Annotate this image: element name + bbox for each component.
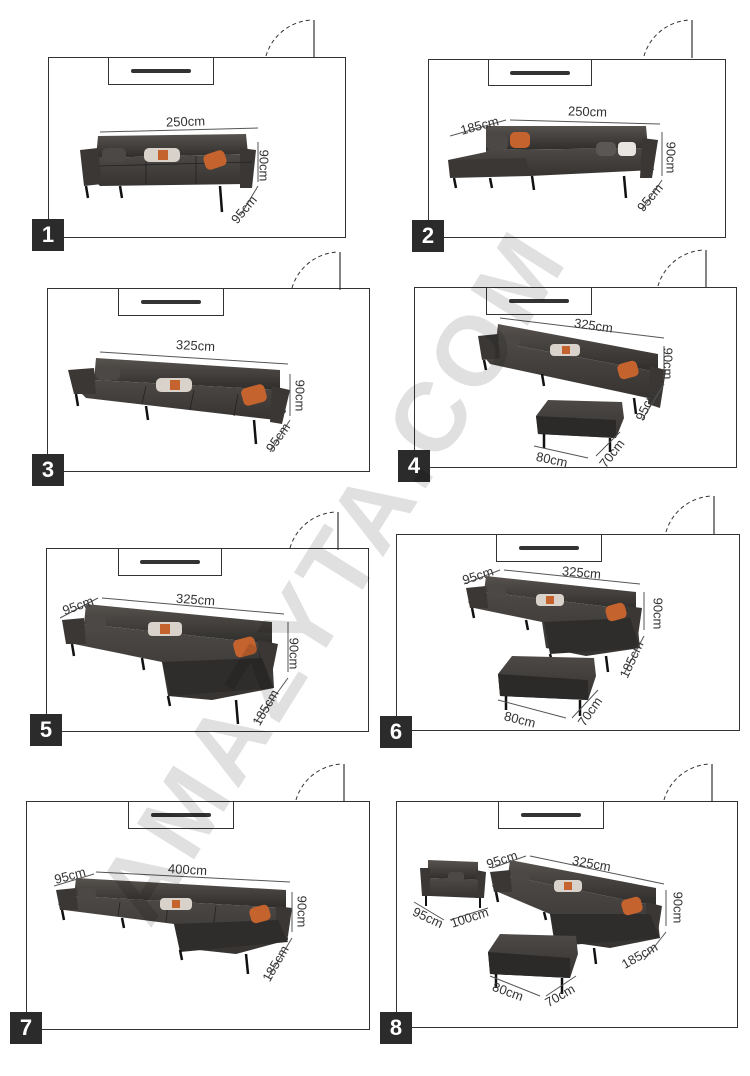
ottoman-icon [498, 656, 596, 716]
panel-number: 6 [380, 716, 412, 748]
dimension-lines [450, 119, 663, 211]
dim-width: 250cm [567, 103, 608, 120]
sofa-chaise-icon [466, 576, 642, 673]
dimension-lines [54, 871, 293, 979]
tv-unit [486, 287, 592, 315]
dim-width: 400cm [167, 860, 208, 879]
sofa-chaise-icon [448, 126, 658, 199]
dim-height: 90cm [650, 597, 666, 630]
tv-unit [118, 288, 224, 316]
ottoman-icon [536, 400, 624, 452]
dimension-lines [413, 855, 667, 997]
dim-height: 90cm [292, 379, 308, 412]
dim-width: 325cm [175, 590, 216, 609]
panel-number: 2 [412, 220, 444, 252]
door-icon [663, 763, 713, 802]
door-icon [643, 19, 693, 58]
dimension-lines [464, 569, 645, 719]
sofa-4-seat-icon [68, 358, 290, 445]
dim-height: 90cm [256, 149, 272, 182]
dim-height: 90cm [660, 347, 676, 380]
panel-number: 5 [30, 714, 62, 746]
dimension-lines [60, 597, 289, 723]
armchair-icon [420, 860, 486, 908]
sofa-chaise-icon [490, 860, 662, 965]
door-icon [291, 251, 341, 290]
panel-number: 4 [398, 450, 430, 482]
tv-unit [488, 59, 592, 86]
tv-unit [128, 801, 234, 829]
tv-unit [118, 548, 222, 576]
door-icon [657, 249, 707, 288]
dim-width: 325cm [175, 336, 216, 355]
dimension-lines [100, 127, 259, 217]
dim-width: 250cm [165, 113, 206, 130]
door-icon [265, 19, 315, 58]
dim-height: 90cm [294, 895, 310, 928]
tv-unit [108, 57, 214, 85]
panel-number: 1 [32, 219, 64, 251]
tv-unit [496, 534, 602, 562]
dimension-lines [100, 351, 291, 453]
dim-height: 90cm [663, 141, 679, 174]
sofa-4-seat-icon [478, 324, 666, 414]
dim-height: 90cm [286, 637, 302, 670]
dim-height: 90cm [670, 891, 686, 924]
panel-number: 3 [32, 454, 64, 486]
dimension-lines [499, 317, 665, 459]
panel-number: 8 [380, 1012, 412, 1044]
ottoman-icon [488, 934, 578, 994]
panel-number: 7 [10, 1012, 42, 1044]
door-icon [665, 495, 715, 534]
sofa-3-seat-icon [80, 134, 256, 213]
sofa-chaise-icon [56, 878, 292, 975]
door-icon [295, 763, 345, 802]
door-icon [289, 511, 339, 550]
tv-unit [498, 801, 604, 829]
sofa-chaise-icon [62, 604, 278, 725]
